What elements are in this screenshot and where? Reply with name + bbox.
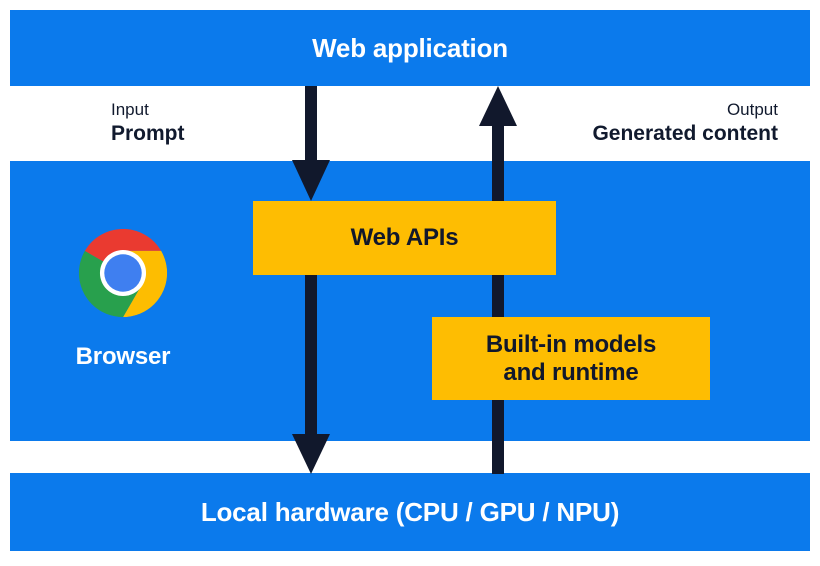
- band-local-hardware-label: Local hardware (CPU / GPU / NPU): [200, 497, 620, 527]
- box-builtin-models-line2: and runtime: [503, 358, 639, 386]
- annotation-input: Input Prompt: [111, 100, 185, 146]
- annotation-input-kicker: Input: [111, 100, 149, 119]
- box-web-apis[interactable]: Web APIs: [253, 201, 556, 275]
- chrome-logo-icon: [78, 228, 168, 318]
- band-web-application: Web application: [10, 10, 810, 86]
- annotation-output: Output Generated content: [592, 100, 778, 146]
- box-builtin-models-line1: Built-in models: [485, 330, 657, 358]
- annotation-output-value: Generated content: [592, 121, 778, 145]
- annotation-input-value: Prompt: [111, 121, 185, 145]
- annotation-output-kicker: Output: [726, 100, 778, 119]
- box-web-apis-label: Web APIs: [350, 224, 459, 252]
- box-builtin-models-label: Built-in models and runtime: [485, 330, 657, 387]
- browser-label: Browser: [75, 343, 171, 370]
- box-builtin-models-and-runtime[interactable]: Built-in models and runtime: [432, 317, 710, 400]
- band-local-hardware: Local hardware (CPU / GPU / NPU): [10, 473, 810, 551]
- band-web-application-label: Web application: [312, 33, 508, 63]
- browser-group: Browser: [48, 225, 198, 371]
